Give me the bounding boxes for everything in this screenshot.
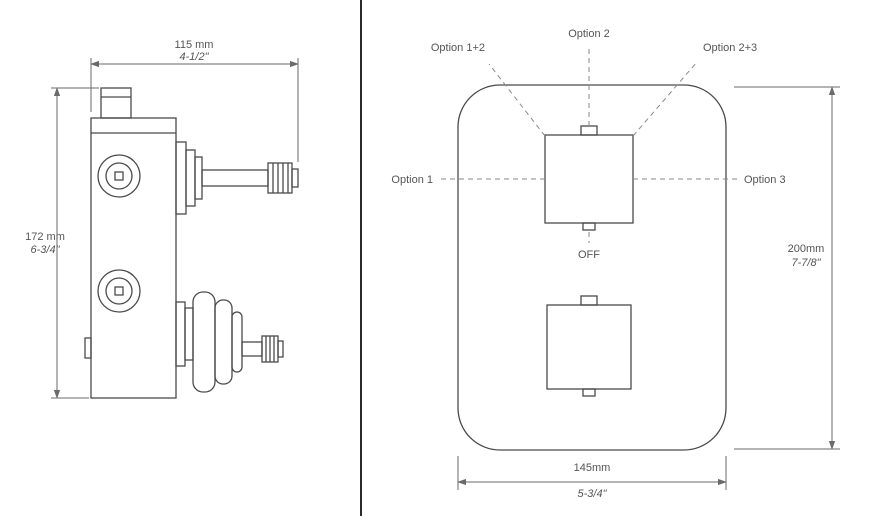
plate-height-inch: 7-7/8": [792, 257, 822, 269]
height-dimension: 172 mm 6-3/4": [25, 87, 99, 399]
plate-width-dimension: 145mm 5-3/4": [457, 456, 727, 500]
width-dimension: 115 mm 4-1/2": [90, 39, 299, 162]
plate-width-mm: 145mm: [574, 462, 611, 474]
label-option-1: Option 1: [391, 174, 433, 186]
upper-knob-bottom-tab: [582, 222, 596, 231]
trim-front-view: Option 1+2 Option 2 Option 2+3 Option 1 …: [391, 28, 840, 500]
valve-body: [90, 117, 177, 399]
label-off: OFF: [578, 249, 600, 261]
lower-knob-bottom-tab: [582, 388, 596, 397]
plate-height-dimension: 200mm 7-7/8": [734, 86, 840, 450]
option-leader-lines: [440, 47, 738, 243]
upper-inlet-port: [97, 154, 141, 198]
label-option-2: Option 2: [568, 28, 610, 40]
upper-knob-top-tab: [580, 125, 598, 136]
valve-left-tab: [84, 337, 92, 359]
volume-control-cartridge: [175, 291, 284, 393]
plate-width-inch: 5-3/4": [578, 488, 608, 500]
lower-inlet-port: [97, 269, 141, 313]
label-option-3: Option 3: [744, 174, 786, 186]
plate-height-mm: 200mm: [788, 243, 825, 255]
height-dim-inch: 6-3/4": [31, 244, 61, 256]
valve-side-view: 115 mm 4-1/2" 172 mm 6-3/4": [25, 39, 299, 399]
faceplate: [457, 84, 727, 451]
lower-knob: [546, 295, 632, 397]
lower-knob-top-tab: [580, 295, 598, 306]
valve-top-stub: [100, 87, 132, 119]
label-option-1-2: Option 1+2: [431, 42, 485, 54]
upper-knob: [544, 125, 634, 231]
width-dim-mm: 115 mm: [175, 39, 214, 51]
thermostatic-cartridge: [175, 141, 299, 215]
label-option-2-3: Option 2+3: [703, 42, 757, 54]
height-dim-mm: 172 mm: [25, 231, 65, 243]
width-dim-inch: 4-1/2": [180, 51, 210, 63]
